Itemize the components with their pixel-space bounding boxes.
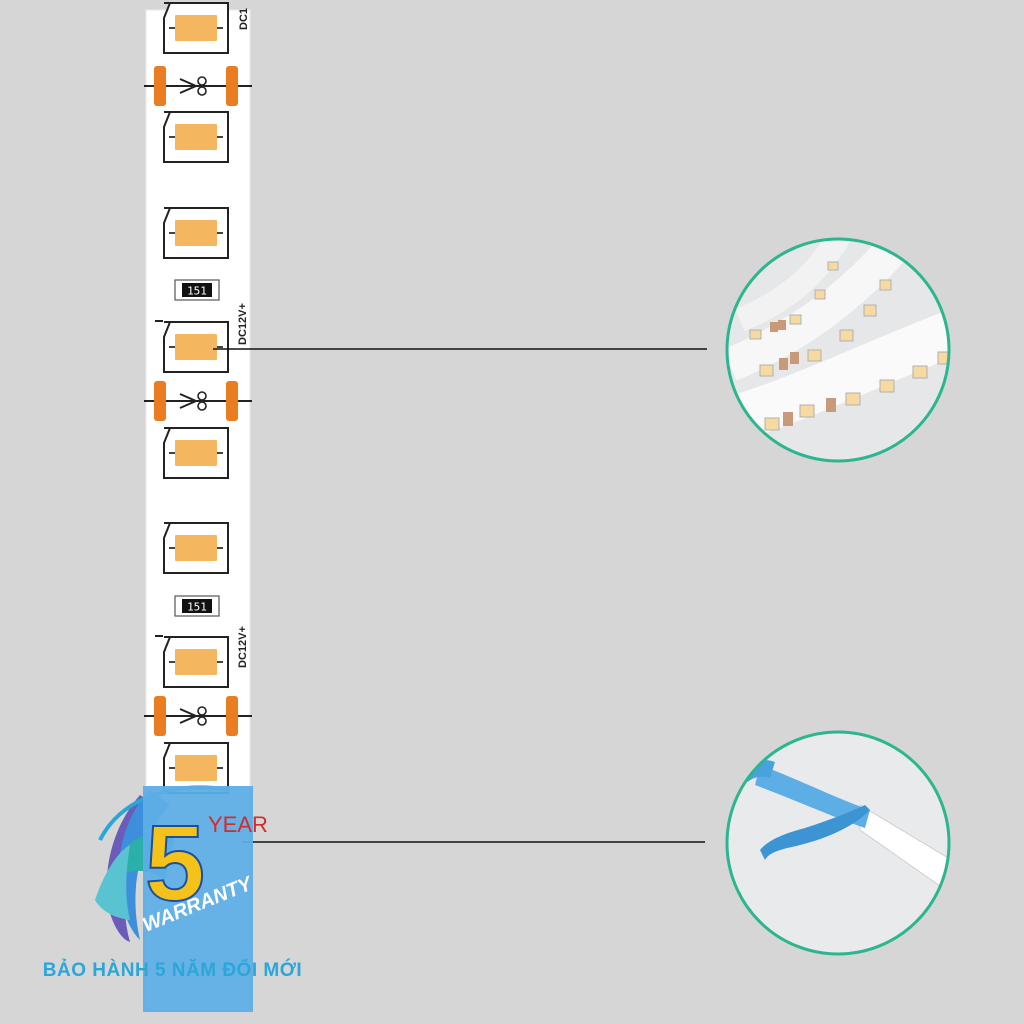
led-chip bbox=[163, 207, 229, 259]
voltage-label: DC12V+ bbox=[237, 626, 249, 668]
voltage-label: DC1 bbox=[238, 8, 250, 30]
warranty-badge: 5 YEAR WARRANTY bbox=[95, 785, 268, 1012]
led-chip bbox=[163, 427, 229, 479]
warranty-number: 5 bbox=[145, 802, 205, 923]
led-chip bbox=[163, 636, 229, 688]
voltage-label: DC12V+ bbox=[237, 303, 249, 345]
adhesive-tape-closeup bbox=[725, 730, 951, 956]
led-chip bbox=[163, 2, 229, 54]
warranty-caption: BẢO HÀNH 5 NĂM ĐỔI MỚI bbox=[42, 960, 303, 981]
resistor-code: 151 bbox=[187, 601, 207, 614]
year-label: YEAR bbox=[208, 812, 268, 837]
led-chip bbox=[163, 111, 229, 163]
led-chip bbox=[163, 321, 229, 373]
led-chip bbox=[163, 522, 229, 574]
resistor-code: 151 bbox=[187, 285, 207, 298]
blue-panel bbox=[143, 786, 253, 1012]
led-coil-closeup bbox=[725, 237, 951, 463]
